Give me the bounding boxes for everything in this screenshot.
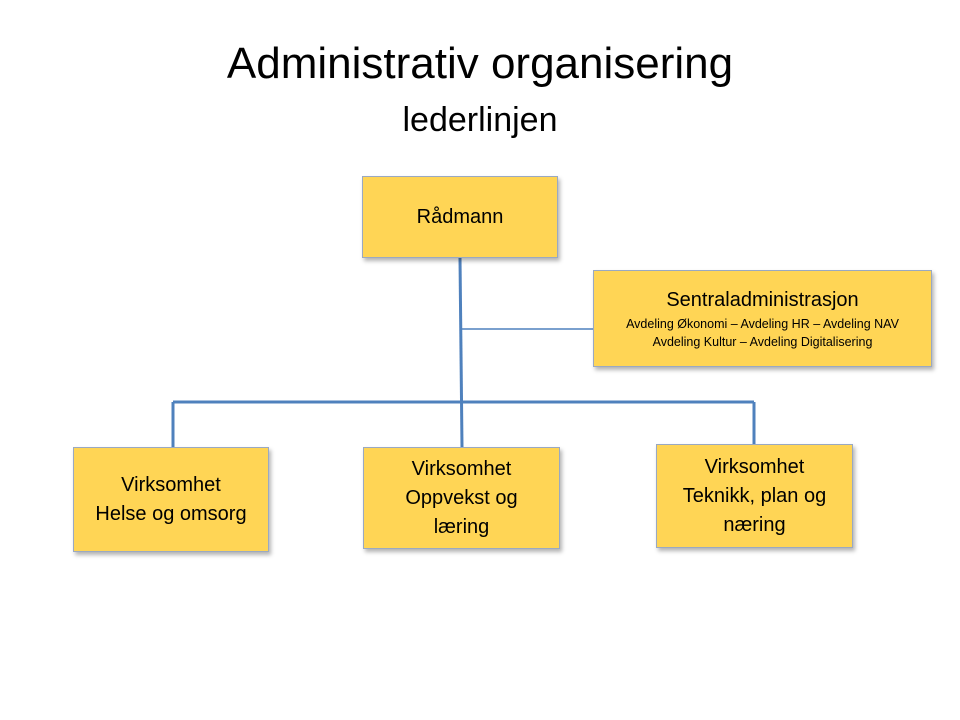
- box-helse-line-2: Helse og omsorg: [95, 502, 247, 525]
- box-raadmann-title: Rådmann: [416, 205, 504, 228]
- box-sentraladministrasjon: Sentraladministrasjon Avdeling Økonomi –…: [593, 270, 932, 367]
- box-oppvekst-line-3: læring: [433, 515, 490, 538]
- box-teknikk-line-3: næring: [723, 513, 786, 536]
- box-sentral-detail-1: Avdeling Økonomi – Avdeling HR – Avdelin…: [626, 317, 899, 331]
- box-oppvekst-og-laering: Virksomhet Oppvekst og læring: [363, 447, 560, 549]
- connector-trunk: [458, 257, 464, 448]
- box-teknikk-line-1: Virksomhet: [704, 455, 805, 478]
- box-sentral-title: Sentraladministrasjon: [666, 289, 859, 311]
- box-raadmann: Rådmann: [362, 176, 558, 258]
- diagram-title: Administrativ organisering: [226, 39, 734, 88]
- diagram-subtitle: lederlinjen: [402, 101, 558, 139]
- box-oppvekst-line-2: Oppvekst og: [405, 486, 518, 509]
- box-helse-og-omsorg: Virksomhet Helse og omsorg: [73, 447, 269, 552]
- box-helse-line-1: Virksomhet: [121, 473, 221, 496]
- box-oppvekst-line-1: Virksomhet: [411, 457, 512, 480]
- box-sentral-detail-2: Avdeling Kultur – Avdeling Digitaliserin…: [652, 335, 873, 349]
- box-teknikk-plan-og-naering: Virksomhet Teknikk, plan og næring: [656, 444, 853, 548]
- box-teknikk-line-2: Teknikk, plan og: [682, 484, 827, 507]
